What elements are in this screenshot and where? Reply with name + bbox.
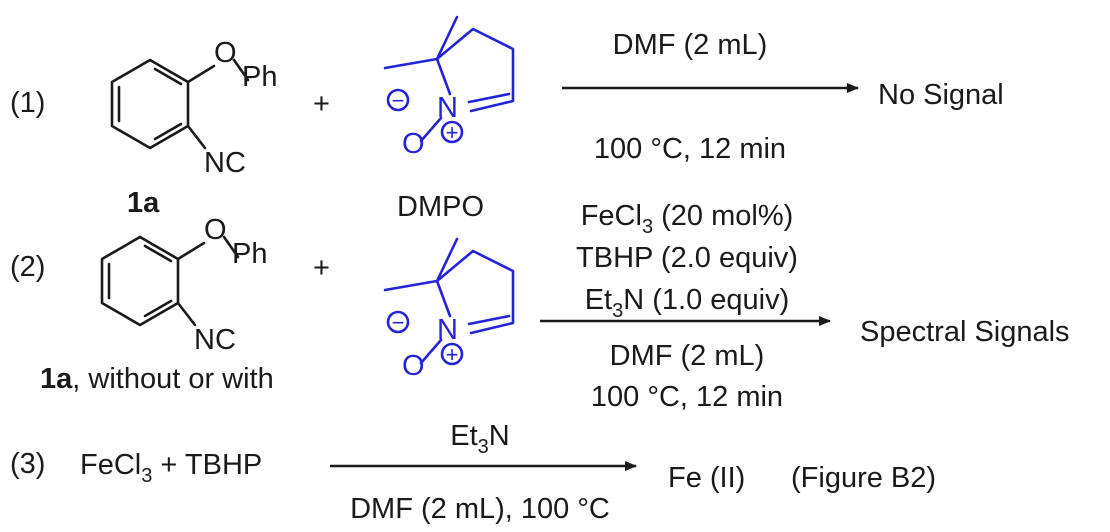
- figure-reference: (Figure B2): [791, 462, 936, 494]
- reactant-label: 1a, without or with: [40, 363, 274, 395]
- reaction-1: (1) O Ph NC 1a + N O − + DMPO DMF (2 mL)…: [10, 15, 1004, 223]
- phenyl-group: Ph: [242, 61, 277, 93]
- reaction-2-base: Et3N (1.0 equiv): [585, 284, 790, 322]
- dmpo-oxygen: O: [402, 350, 425, 382]
- plus-sign: +: [313, 252, 330, 284]
- isocyanide-group: NC: [204, 147, 246, 179]
- reactant-1a-structure: O Ph NC: [110, 37, 277, 179]
- plus-charge: +: [446, 342, 459, 367]
- dmpo-structure: N O − +: [383, 237, 515, 382]
- reaction-2-product: Spectral Signals: [860, 316, 1070, 348]
- reactant-1a-structure: O Ph NC: [100, 214, 267, 356]
- plus-sign: +: [313, 88, 330, 120]
- dmpo-oxygen: O: [402, 128, 425, 160]
- phenyl-group: Ph: [232, 238, 267, 270]
- plus-charge: +: [446, 120, 459, 145]
- dmpo-structure: N O − +: [383, 15, 515, 160]
- reaction-2-temperature: 100 °C, 12 min: [591, 381, 783, 413]
- reaction-2: (2) O Ph NC 1a, without or with + N O − …: [10, 200, 1070, 413]
- reaction-2-number: (2): [10, 251, 45, 283]
- minus-charge: −: [392, 88, 405, 113]
- isocyanide-group: NC: [194, 324, 236, 356]
- reaction-1-number: (1): [10, 87, 45, 119]
- dmpo-nitrogen: N: [437, 314, 458, 346]
- reaction-2-catalyst: FeCl3 (20 mol%): [581, 200, 794, 238]
- reactant-label: 1a: [127, 187, 160, 219]
- reaction-1-conditions-below: 100 °C, 12 min: [594, 133, 786, 165]
- oxygen-atom: O: [204, 214, 227, 246]
- reaction-2-solvent: DMF (2 mL): [610, 340, 765, 372]
- reaction-3-conditions-above: Et3N: [450, 420, 509, 458]
- reaction-3: (3) FeCl3 + TBHP Et3N DMF (2 mL), 100 °C…: [10, 420, 936, 525]
- reaction-2-oxidant: TBHP (2.0 equiv): [576, 242, 798, 274]
- reaction-3-reactants: FeCl3 + TBHP: [80, 449, 262, 487]
- reaction-3-product: Fe (II): [668, 462, 745, 494]
- dmpo-label: DMPO: [397, 191, 484, 223]
- dmpo-nitrogen: N: [437, 92, 458, 124]
- oxygen-atom: O: [214, 37, 237, 69]
- reaction-3-conditions-below: DMF (2 mL), 100 °C: [350, 493, 610, 525]
- reaction-1-conditions-above: DMF (2 mL): [613, 29, 768, 61]
- reaction-1-product: No Signal: [878, 79, 1004, 111]
- reaction-3-number: (3): [10, 448, 45, 480]
- minus-charge: −: [392, 310, 405, 335]
